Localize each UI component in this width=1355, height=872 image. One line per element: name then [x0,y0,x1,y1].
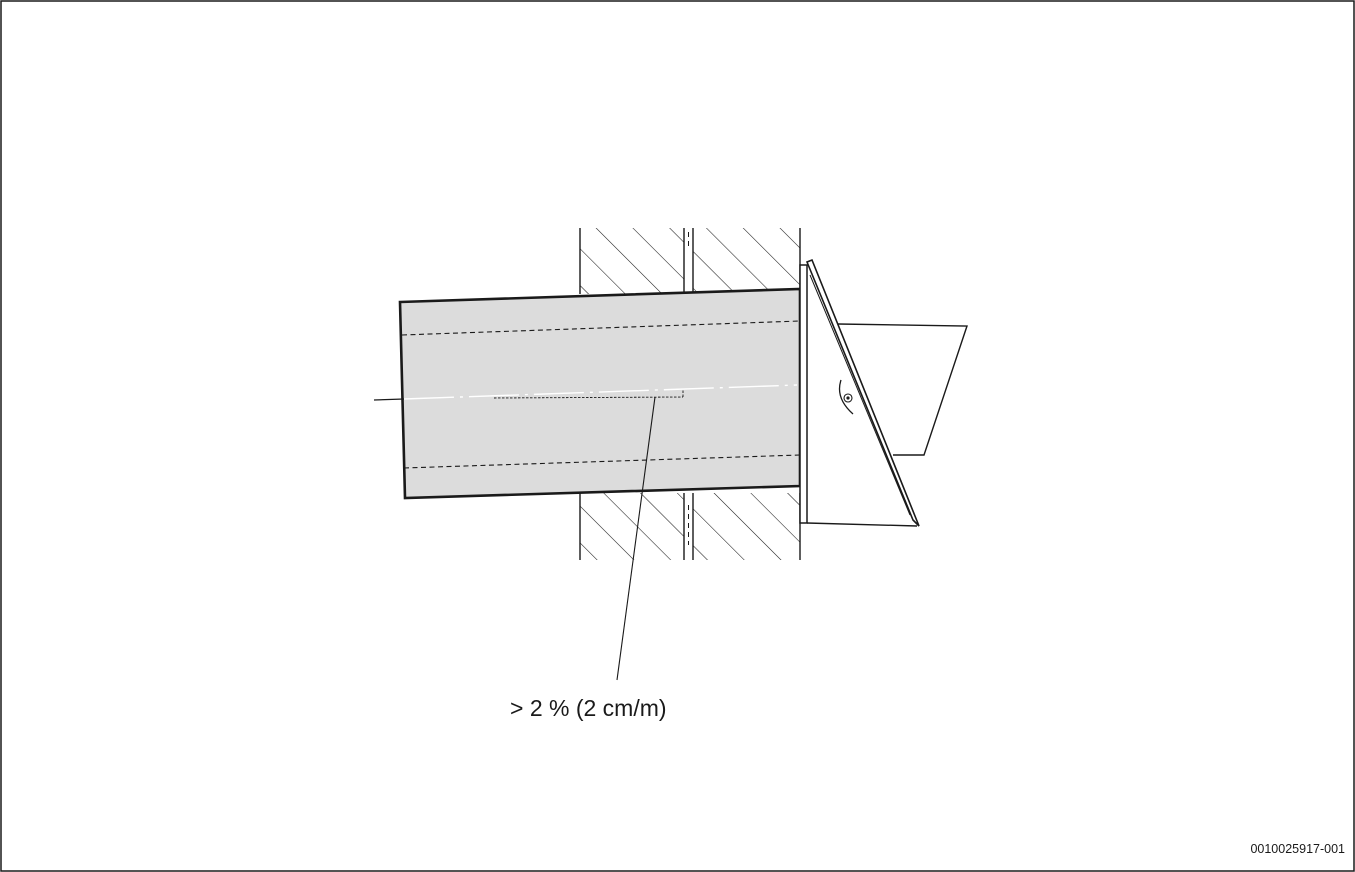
slope-label: > 2 % (2 cm/m) [510,695,667,721]
screw-icon [843,393,853,403]
pipe-centre-line [373,384,798,401]
terminal-hood [805,258,968,527]
wall-upper [579,228,801,294]
wall-flange [799,264,918,527]
pipe-inner-line-bottom [403,454,801,469]
wall-pipe [398,287,802,500]
wall-lower [579,493,801,560]
document-id: 0010025917-001 [1250,842,1345,856]
slope-leader-line [616,396,656,681]
pipe-inner-line-top [401,320,801,336]
